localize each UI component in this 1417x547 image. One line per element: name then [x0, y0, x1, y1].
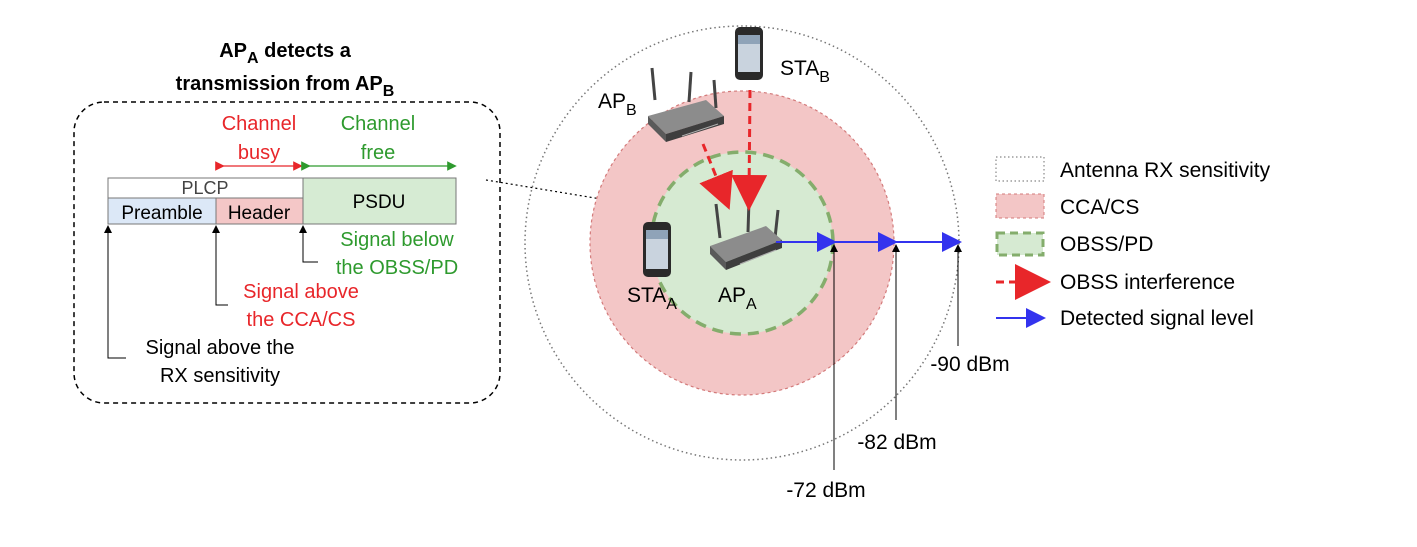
legend-cca-label: CCA/CS	[1060, 196, 1139, 219]
rx-level-label: -90 dBm	[930, 353, 1009, 376]
panel-title-line2: transmission from APB	[176, 73, 395, 100]
signal-obss-label-line1: Signal below	[340, 229, 454, 251]
obss-pd-level-label: -72 dBm	[786, 479, 865, 502]
cca-signal-pointer	[212, 225, 228, 306]
cca-cs-level-label: -82 dBm	[857, 431, 936, 454]
channel-busy-label-line2: busy	[238, 142, 280, 164]
legend-detected-label: Detected signal level	[1060, 307, 1254, 330]
signal-cca-label-line1: Signal above	[243, 281, 359, 303]
psdu-label: PSDU	[353, 192, 406, 213]
ap-b-router-icon	[648, 67, 724, 142]
sta-a-label: STAA	[627, 284, 677, 313]
sta-b-label: STAB	[780, 57, 830, 86]
channel-busy-label-line1: Channel	[222, 113, 297, 135]
legend-rx-swatch	[995, 156, 1045, 182]
psdu-box	[302, 177, 457, 225]
panel-dashed-border	[73, 101, 501, 404]
rx-signal-pointer	[104, 225, 126, 359]
channel-free-label-line2: free	[361, 142, 395, 164]
preamble-box	[107, 197, 217, 225]
legend-obss-label: OBSS/PD	[1060, 233, 1153, 256]
legend-cca-swatch	[995, 193, 1045, 219]
ap-b-label: APB	[598, 90, 637, 119]
signal-rx-label-line1: Signal above the	[145, 337, 294, 359]
plcp-label: PLCP	[181, 178, 228, 198]
sta-a-phone-icon	[643, 222, 671, 277]
legend-obss-swatch	[995, 231, 1045, 257]
sta-b-phone-icon	[735, 27, 763, 80]
interference-arrow-from-ap-b	[699, 143, 733, 210]
legend-interference-label: OBSS interference	[1060, 271, 1235, 294]
obss-signal-pointer	[299, 225, 318, 263]
left-panel: APA detects a transmission from APB Chan…	[73, 40, 717, 404]
ap-a-router-icon	[710, 199, 782, 270]
interference-arrow-from-sta-b	[731, 89, 768, 211]
legend: Antenna RX sensitivity CCA/CS OBSS/PD OB…	[995, 156, 1271, 330]
panel-title-line1: APA detects a	[219, 40, 352, 67]
channel-free-label-line1: Channel	[341, 113, 416, 135]
signal-cca-label-line2: the CCA/CS	[247, 309, 356, 331]
legend-rx-label: Antenna RX sensitivity	[1060, 159, 1271, 182]
ap-a-label: APA	[718, 284, 757, 313]
signal-obss-label-line2: the OBSS/PD	[336, 257, 458, 279]
header-box	[215, 197, 304, 225]
signal-rx-label-line2: RX sensitivity	[160, 365, 280, 387]
header-label: Header	[228, 203, 291, 224]
preamble-label: Preamble	[121, 203, 202, 224]
